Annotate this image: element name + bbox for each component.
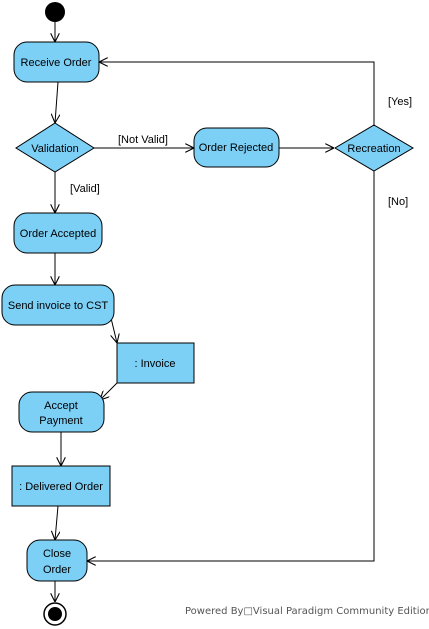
decision-recreation xyxy=(334,124,414,172)
action-send-invoice xyxy=(1,284,115,326)
edge-delivered-to-close xyxy=(55,505,58,540)
object-invoice xyxy=(116,342,195,384)
guard-not-valid: [Not Valid] xyxy=(118,134,168,146)
action-order-accepted-label: Order Accepted xyxy=(20,228,96,240)
decision-validation-label: Validation xyxy=(31,143,79,155)
object-delivered-order-label: : Delivered Order xyxy=(19,481,103,493)
edge-recreation-no-to-close xyxy=(87,171,375,561)
action-accept-payment xyxy=(18,391,105,433)
final-node-inner xyxy=(48,607,62,621)
edge-invoice-to-acceptpayment xyxy=(100,382,118,400)
decision-recreation-label: Recreation xyxy=(347,143,400,155)
guard-no: [No] xyxy=(388,196,408,208)
action-order-accepted xyxy=(13,212,103,254)
object-invoice-label: : Invoice xyxy=(135,358,176,370)
action-close-order-label-2: Order xyxy=(43,564,71,576)
action-close-order xyxy=(26,539,88,582)
action-order-rejected-label: Order Rejected xyxy=(199,142,274,154)
edges xyxy=(55,22,375,602)
edge-sendinvoice-to-invoice xyxy=(110,317,117,343)
action-accept-payment-label-1: Accept xyxy=(44,400,78,412)
action-accept-payment-label-2: Payment xyxy=(39,415,82,427)
object-delivered-order xyxy=(11,465,111,507)
footer-powered-by: Powered By□Visual Paradigm Community Edi… xyxy=(185,605,429,617)
guard-yes: [Yes] xyxy=(388,96,412,108)
action-send-invoice-label: Send invoice to CST xyxy=(8,300,109,312)
action-close-order-label-1: Close xyxy=(43,548,71,560)
action-receive-order-label: Receive Order xyxy=(21,57,92,69)
guard-valid: [Valid] xyxy=(70,183,100,195)
initial-node xyxy=(45,2,65,22)
edge-receive-to-validation xyxy=(55,81,58,123)
action-receive-order xyxy=(13,41,100,83)
edge-recreation-yes-to-receive xyxy=(99,62,375,125)
decision-validation xyxy=(15,122,95,173)
footer-text: Powered By□Visual Paradigm Community Edi… xyxy=(185,606,429,617)
action-order-rejected xyxy=(193,127,280,168)
